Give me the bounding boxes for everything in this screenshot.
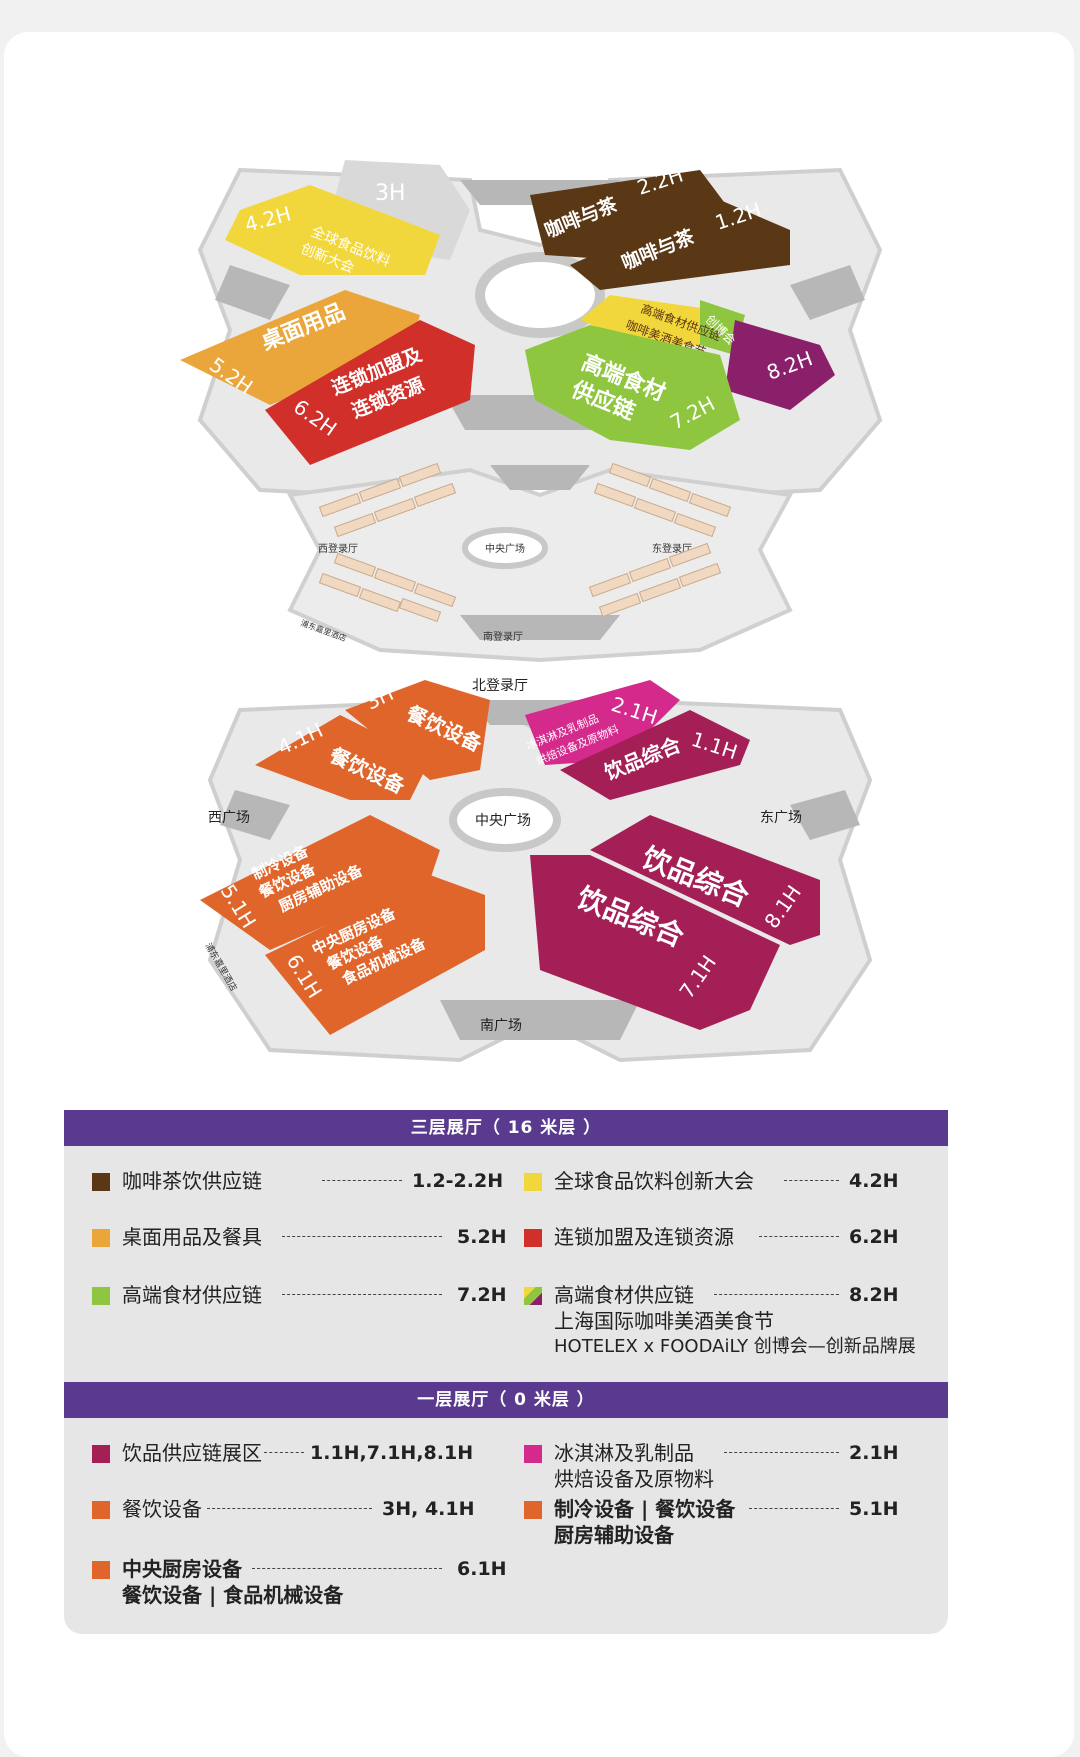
- swatch-red: [524, 1229, 542, 1247]
- hall-42h: [225, 185, 440, 275]
- hall-62h: [265, 320, 475, 465]
- lower-north-hall: 北登录厅: [472, 678, 528, 694]
- legend-upper-title: 三层展厅（ 16 米层 ）: [64, 1110, 948, 1146]
- booth-blocks: [318, 462, 732, 623]
- swatch-orange-2: [524, 1501, 542, 1519]
- hall-41h: [255, 715, 430, 800]
- legend-lower-title: 一层展厅（ 0 米层 ）: [64, 1382, 948, 1418]
- lower-ring: [449, 788, 561, 852]
- hall-72h: [525, 325, 740, 450]
- legend-upper: 三层展厅（ 16 米层 ） 咖啡茶饮供应链 1.2-2.2H 全球食品饮料创新大…: [64, 1110, 948, 1382]
- hall-71h: [530, 855, 780, 1030]
- hall-12h: [570, 200, 790, 290]
- middle-west: 西登录厅: [318, 542, 358, 555]
- upper-level: 3H 4.2H 全球食品饮料 创新大会 2.2H 咖啡与茶 1.2H 咖啡与茶 …: [180, 160, 883, 503]
- swatch-green: [92, 1287, 110, 1305]
- middle-east: 东登录厅: [652, 542, 692, 555]
- legend-item-premium-82: 高端食材供应链 8.2H 上海国际咖啡美酒美食节 HOTELEX x FOODA…: [524, 1282, 944, 1372]
- hall-21h: [525, 680, 680, 765]
- hall-51h: [200, 815, 440, 950]
- lower-west-plaza: 西广场: [208, 810, 250, 826]
- hall-22h: [530, 170, 730, 260]
- swatch-yellow: [524, 1173, 542, 1191]
- lower-central-plaza: 中央广场: [475, 813, 531, 829]
- swatch-magenta: [524, 1445, 542, 1463]
- hall-11h: [560, 710, 750, 800]
- swatch-multi: [524, 1287, 542, 1305]
- middle-ring: [462, 527, 548, 569]
- legend-item-central-kitchen: 中央厨房设备 6.1H 餐饮设备 | 食品机械设备: [92, 1556, 512, 1616]
- middle-south: 南登录厅: [483, 630, 523, 643]
- lower-south-plaza: 南广场: [480, 1018, 522, 1034]
- middle-central: 中央广场: [485, 542, 525, 555]
- lower-east-plaza: 东广场: [760, 810, 802, 826]
- hall-52h: [180, 290, 420, 405]
- swatch-orange-1: [92, 1501, 110, 1519]
- upper-ring: [475, 252, 605, 338]
- swatch-brown: [92, 1173, 110, 1191]
- swatch-orange-light: [92, 1229, 110, 1247]
- legend-item-icecream: 冰淇淋及乳制品 2.1H 烘焙设备及原物料: [524, 1440, 924, 1500]
- hall-3h-lower: [345, 680, 490, 780]
- hall-82h-purple: [725, 320, 835, 410]
- venue-map: 3H 4.2H 全球食品饮料 创新大会 2.2H 咖啡与茶 1.2H 咖啡与茶 …: [180, 160, 883, 1063]
- hall-81h: [590, 815, 820, 945]
- hall-61h: [265, 875, 485, 1035]
- middle-level: 中央广场 西登录厅 东登录厅 南登录厅 浦东嘉里酒店: [286, 462, 794, 663]
- lower-level: 北登录厅 中央广场 西广场 东广场 南广场 4.1H 餐饮设备 3H 餐饮设备 …: [200, 678, 873, 1063]
- swatch-orange-3: [92, 1561, 110, 1579]
- swatch-maroon: [92, 1445, 110, 1463]
- legend-item-refrigeration: 制冷设备 | 餐饮设备 5.1H 厨房辅助设备: [524, 1496, 924, 1556]
- hall-label-3h-upper: 3H: [375, 181, 406, 206]
- legend-lower: 一层展厅（ 0 米层 ） 饮品供应链展区 1.1H,7.1H,8.1H 冰淇淋及…: [64, 1382, 948, 1634]
